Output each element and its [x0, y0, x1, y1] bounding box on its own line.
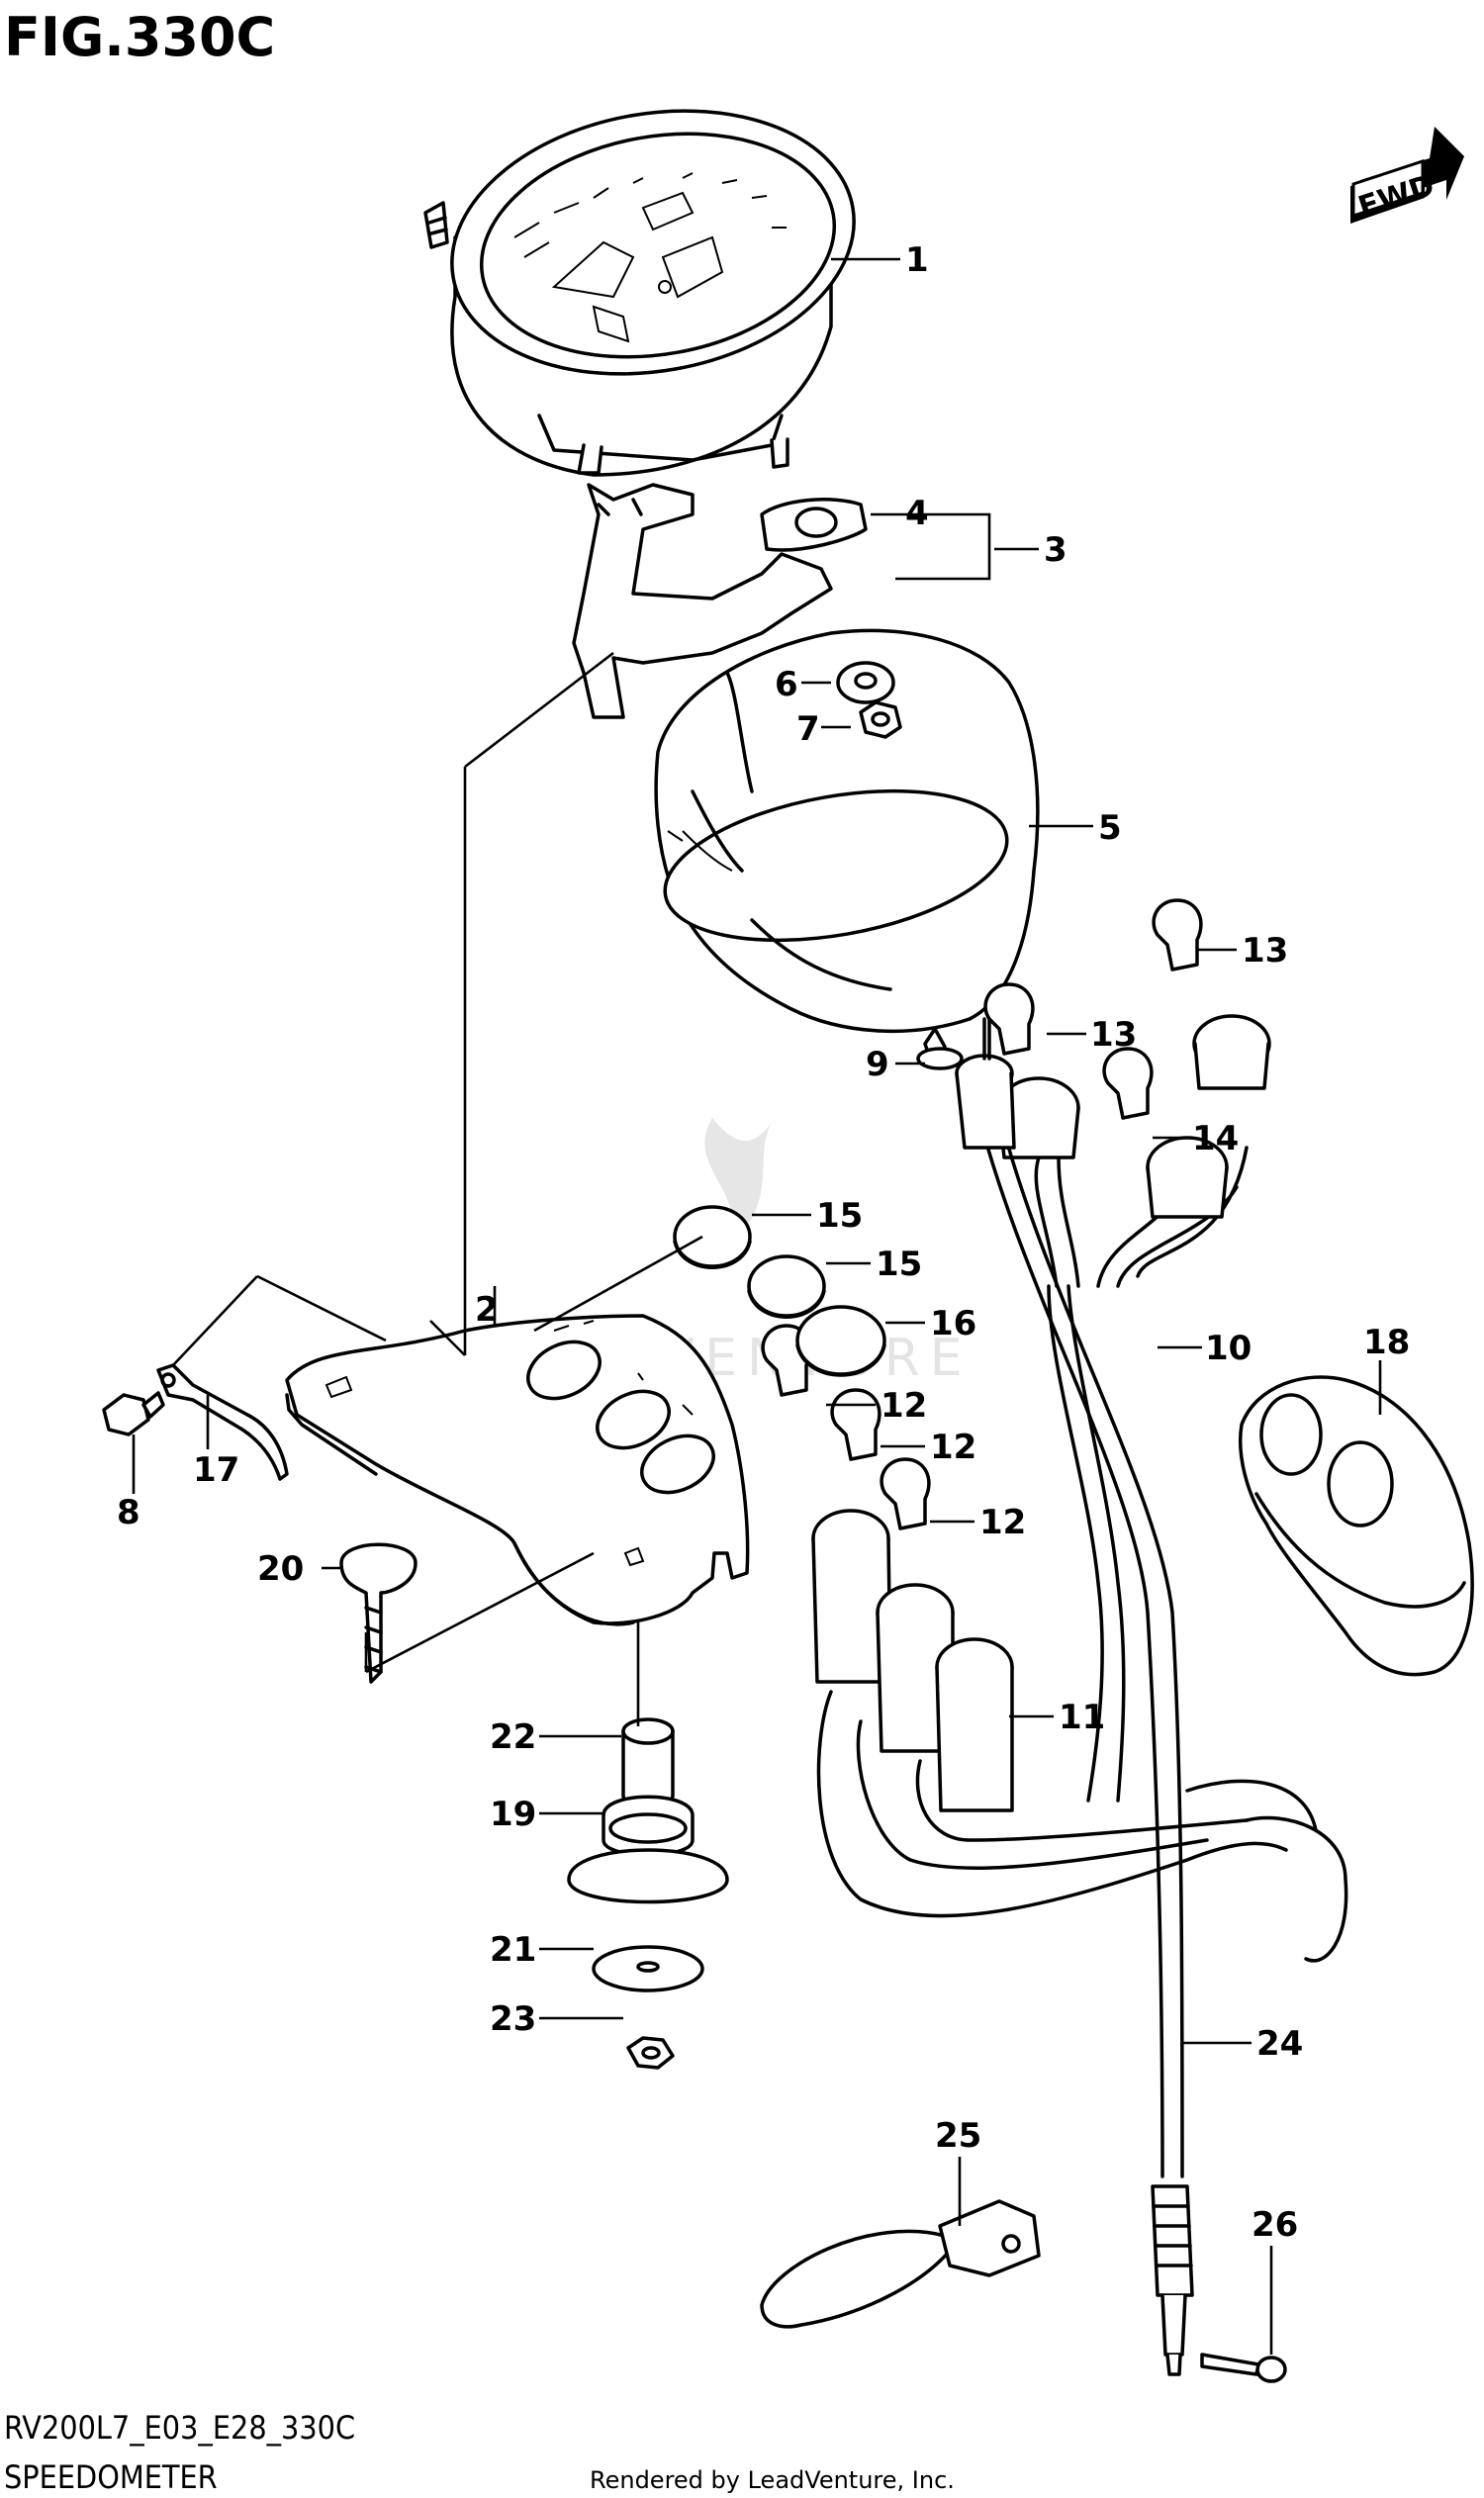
callout-25: 25	[935, 2116, 981, 2156]
callout-15a: 15	[816, 1196, 863, 1236]
leader-lines	[132, 257, 1382, 2355]
mounting-parts	[339, 1542, 729, 2070]
meter-stay	[572, 483, 833, 719]
callout-23: 23	[490, 1999, 536, 2039]
meter-case	[654, 628, 1040, 1034]
callout-13b: 13	[1090, 1015, 1137, 1055]
callout-4: 4	[905, 494, 929, 533]
callout-18: 18	[1363, 1323, 1410, 1362]
speedometer-gauge	[423, 109, 856, 477]
callout-5: 5	[1098, 808, 1122, 848]
callout-22: 22	[490, 1717, 536, 1757]
screw	[916, 1027, 964, 1070]
callouts: 1 2 3 4 5 6 7 8 9 10 11 12 12 12 13 13 1…	[117, 240, 1410, 2245]
callout-19: 19	[490, 1795, 536, 1834]
callout-14: 14	[1192, 1119, 1239, 1158]
indicator-socket-assembly	[811, 1509, 1348, 1963]
callout-21: 21	[490, 1930, 536, 1970]
callout-24: 24	[1256, 2024, 1303, 2064]
callout-20: 20	[257, 1549, 304, 1589]
callout-12b: 12	[930, 1428, 976, 1467]
callout-10: 10	[1205, 1329, 1252, 1368]
callout-17: 17	[193, 1450, 239, 1490]
indicator-cover	[1238, 1375, 1474, 1677]
callout-11: 11	[1059, 1698, 1105, 1737]
callout-16: 16	[930, 1304, 976, 1343]
washer	[836, 661, 895, 704]
band-clamp	[156, 1363, 289, 1481]
rendered-by: Rendered by LeadVenture, Inc.	[590, 2466, 955, 2494]
cable-screw	[1200, 2353, 1287, 2383]
figure-title: FIG.330C	[4, 6, 275, 68]
callout-13a: 13	[1242, 931, 1288, 971]
callout-8: 8	[117, 1493, 140, 1532]
meter-bracket-plate	[285, 1314, 750, 1626]
callout-2: 2	[475, 1290, 499, 1330]
rubber-plug	[673, 1205, 886, 1377]
speedometer-cable	[955, 1017, 1194, 2376]
callout-26: 26	[1252, 2205, 1298, 2245]
diagram-code: RV200L7_E03_E28_330C	[4, 2409, 355, 2447]
callout-6: 6	[775, 665, 798, 704]
callout-15b: 15	[876, 1245, 922, 1284]
rubber-cushion	[760, 498, 868, 552]
callout-12a: 12	[881, 1386, 927, 1426]
callout-12c: 12	[979, 1503, 1026, 1542]
socket-harness	[997, 1014, 1271, 1803]
cable-clip	[760, 2199, 1041, 2329]
callout-9: 9	[866, 1045, 889, 1084]
bulb-group	[761, 898, 1203, 1530]
callout-3: 3	[1044, 530, 1067, 570]
diagram-name: SPEEDOMETER	[4, 2458, 218, 2496]
callout-7: 7	[796, 709, 820, 749]
forward-arrow-icon: FWD	[1350, 127, 1464, 226]
nut	[859, 700, 902, 739]
callout-1: 1	[905, 240, 929, 280]
bolt	[102, 1391, 165, 1436]
